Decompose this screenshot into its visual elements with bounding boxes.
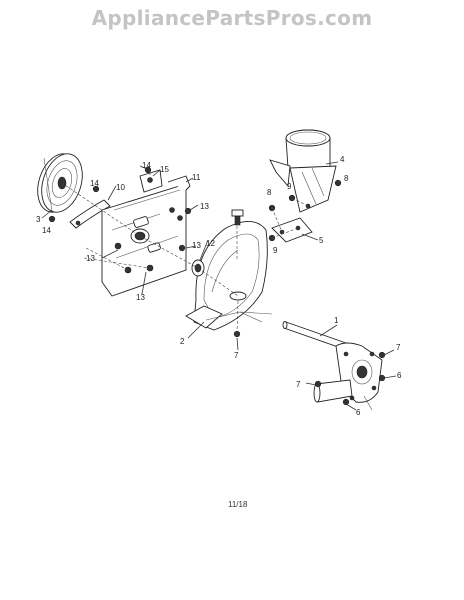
callout-2: 2 <box>180 337 185 346</box>
mounting-plate <box>101 175 191 297</box>
callout-10: 10 <box>116 183 125 192</box>
callout-9a: 9 <box>287 182 292 191</box>
callout-15: 15 <box>160 165 169 174</box>
callout-3: 3 <box>36 215 41 224</box>
callout-7b: 7 <box>396 343 401 352</box>
gearbox <box>313 342 383 411</box>
callout-13a: 13 <box>200 202 209 211</box>
callout-1: 1 <box>334 316 339 325</box>
callout-6a: 6 <box>397 371 402 380</box>
callout-5: 5 <box>319 236 324 245</box>
callouts: 1 2 3 4 5 6 6 7 7 7 8 8 9 9 10 11 12 13 … <box>36 155 402 417</box>
callout-14b: 14 <box>142 161 151 170</box>
pulley <box>37 153 83 213</box>
callout-11: 11 <box>192 173 201 182</box>
callout-7c: 7 <box>296 380 301 389</box>
callout-13c: 13 <box>86 254 95 263</box>
callout-14a: 14 <box>90 179 99 188</box>
callout-8a: 8 <box>267 188 272 197</box>
callout-13b: 13 <box>192 241 201 250</box>
callout-9b: 9 <box>273 246 278 255</box>
page-number: 11/18 <box>228 500 248 509</box>
callout-6b: 6 <box>356 408 361 417</box>
assembly-lines <box>61 170 309 335</box>
callout-7a: 7 <box>234 351 239 360</box>
belt-guard <box>69 199 111 229</box>
callout-13d: 13 <box>136 293 145 302</box>
callout-12: 12 <box>206 239 215 248</box>
callout-14c: 14 <box>42 226 51 235</box>
callout-8b: 8 <box>344 174 349 183</box>
callout-4: 4 <box>340 155 345 164</box>
housing <box>185 221 273 331</box>
leader-lines <box>41 161 397 411</box>
chute <box>269 129 337 213</box>
bracket <box>139 169 163 193</box>
watermark-logo: AppliancePartsPros.com <box>91 6 373 30</box>
